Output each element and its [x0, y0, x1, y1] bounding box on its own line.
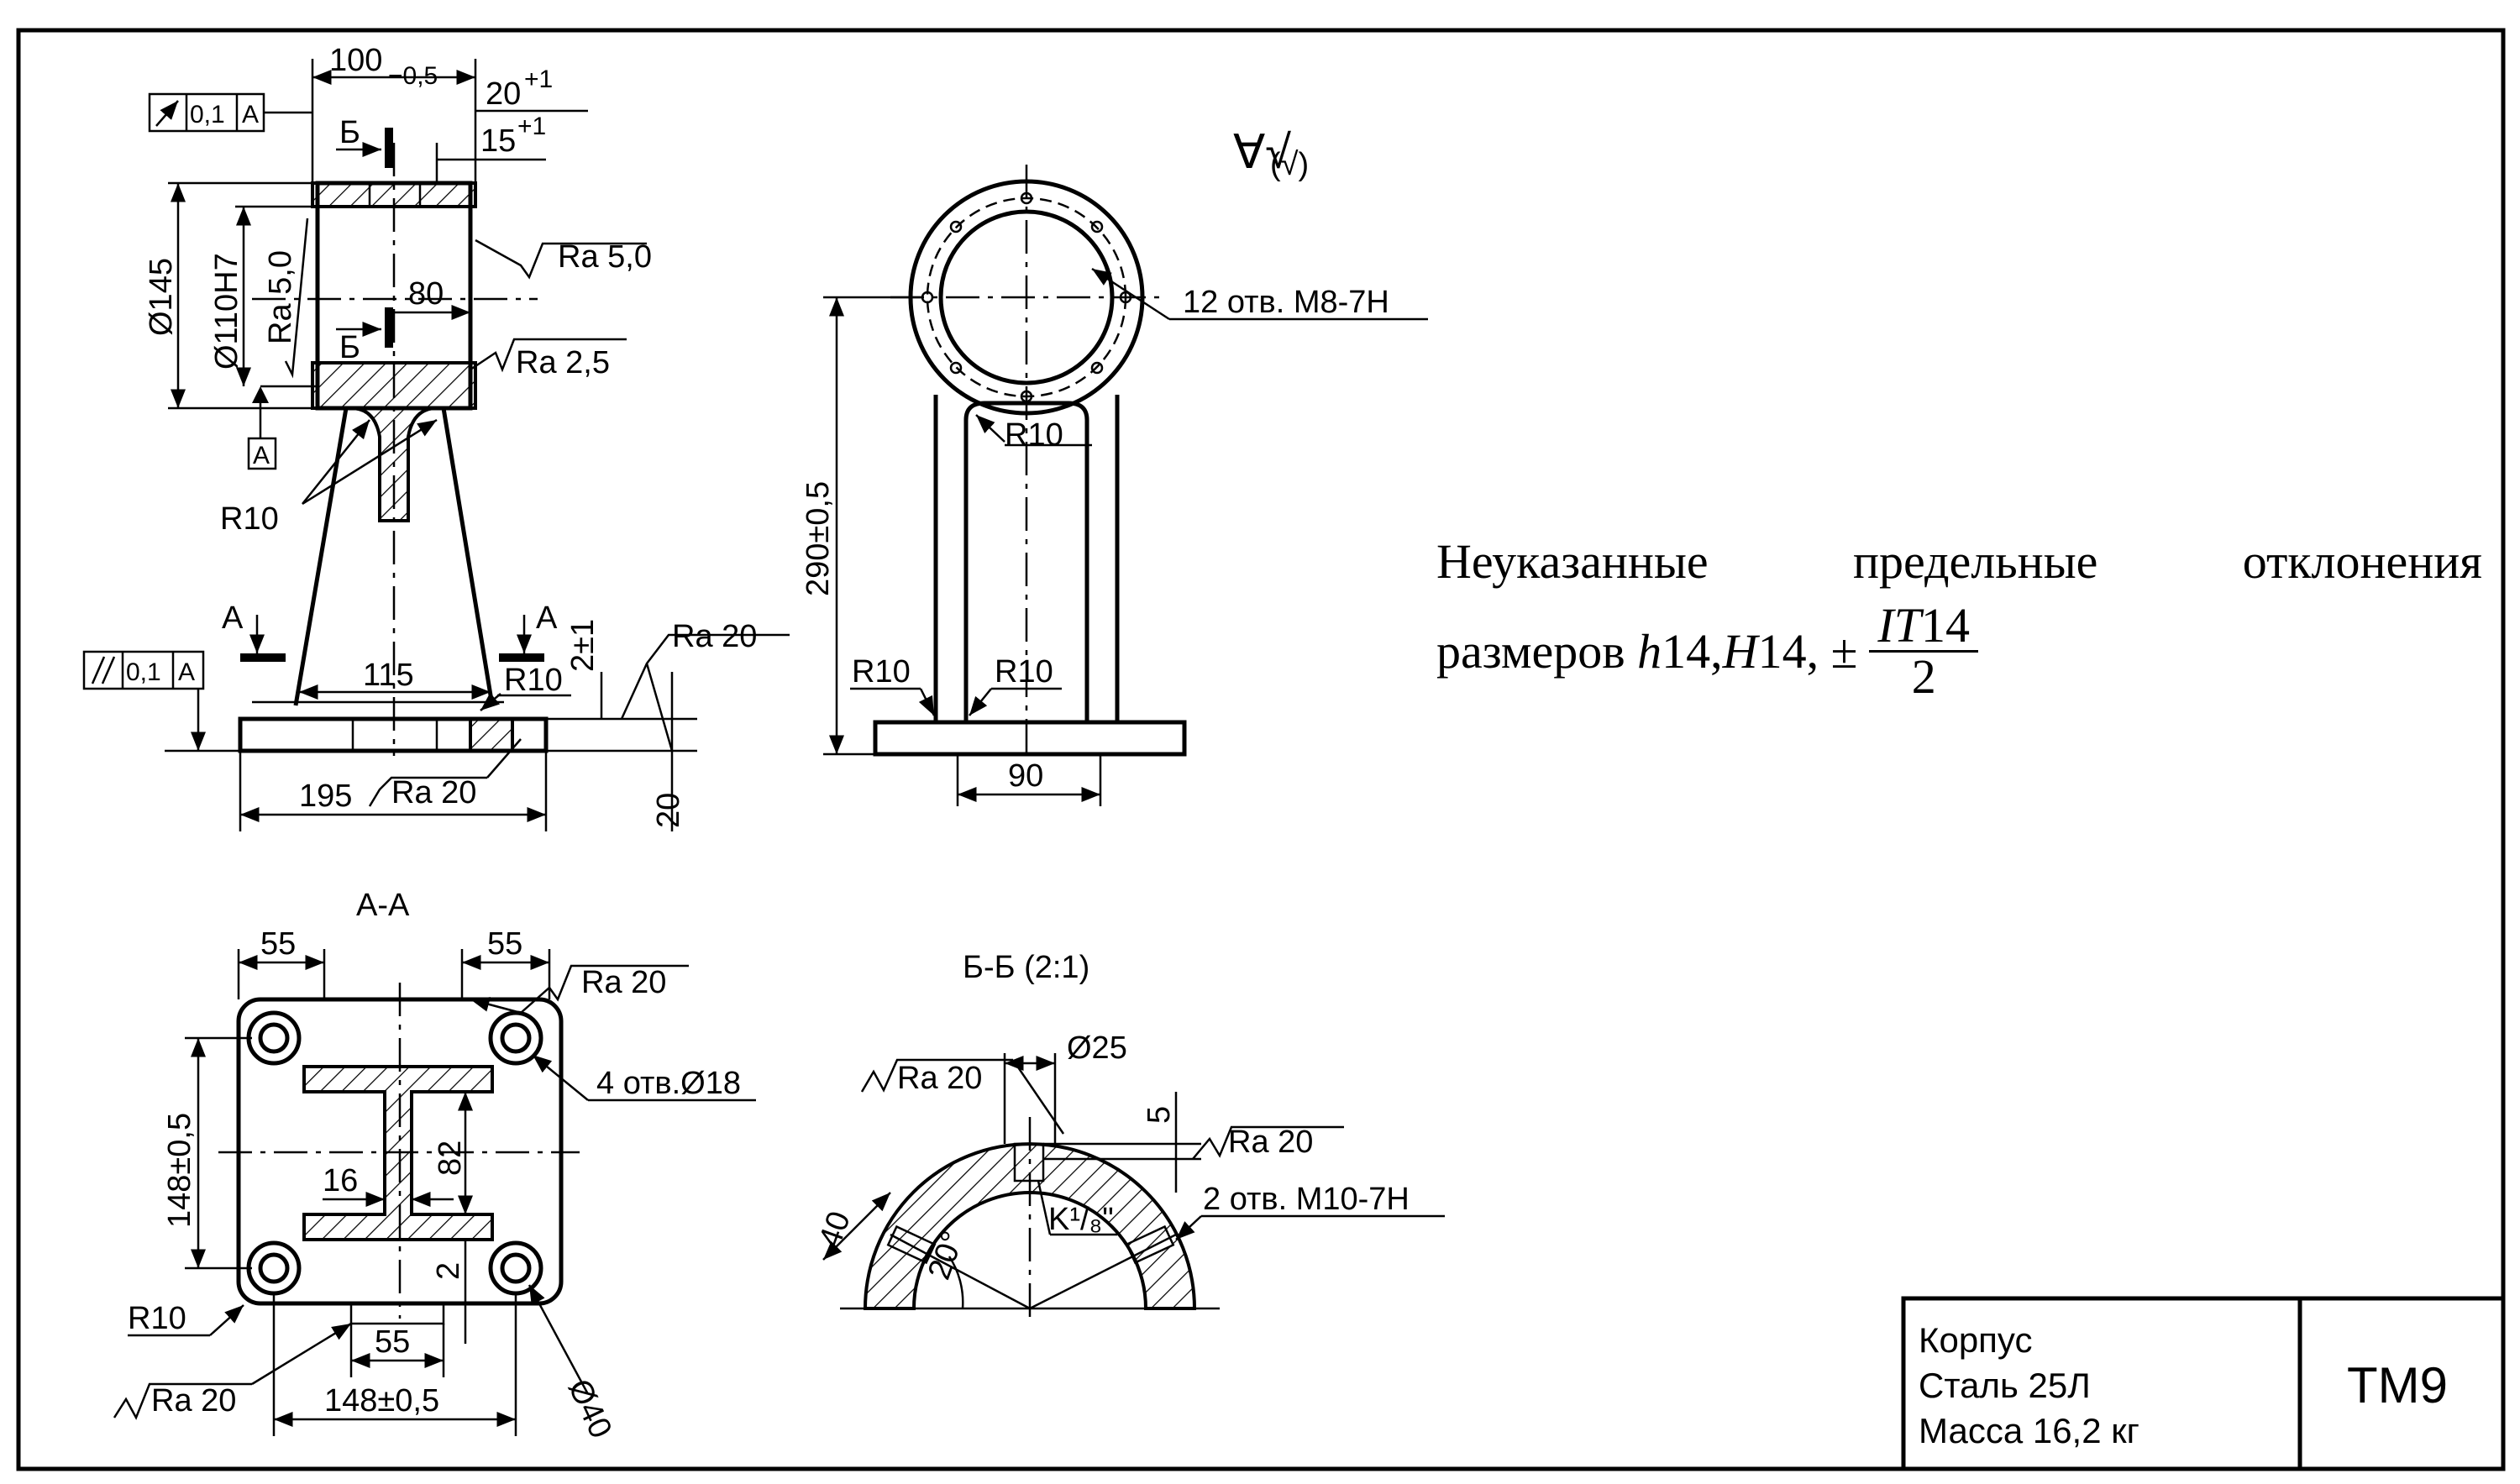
roughness-symbol-icon: ∀√: [1233, 125, 1291, 178]
tolerance-note: Неуказанные предельные отклонения размер…: [1436, 537, 2482, 701]
roughness-side: Ra 5,0: [558, 239, 652, 275]
dim-15: 15: [480, 123, 516, 159]
dim-20: 20: [486, 76, 521, 112]
roughness-aa-bottom: Ra 20: [151, 1383, 236, 1418]
fraction-denominator: 2: [1911, 649, 1936, 704]
i-beam: [302, 1065, 494, 1241]
dim-20-tol: +1: [524, 66, 553, 93]
dim-100-tol: −0,5: [388, 62, 438, 90]
section-bb-arc: [863, 1142, 1197, 1310]
dim-55-bottom: 55: [375, 1324, 410, 1360]
side-view: ∀√ (√) 12 отв. M8-7H R10: [801, 125, 1428, 806]
dim-2: 2±1: [565, 619, 601, 672]
radius-r10-base: R10: [504, 663, 563, 698]
section-bb-label: Б-Б (2:1): [963, 950, 1089, 985]
title-block: Корпус Сталь 25Л Масса 16,2 кг ТМ9: [1901, 1296, 2506, 1471]
roughness-aa-top: Ra 20: [581, 965, 666, 1000]
dim-2-aa: 2: [431, 1262, 466, 1280]
note-H: H: [1722, 623, 1758, 679]
section-b-bottom-label: Б: [339, 330, 360, 365]
tolerance-note-line-1: Неуказанные предельные отклонения: [1436, 537, 2482, 586]
radius-r10-right: R10: [995, 654, 1053, 690]
part-mass: Масса 16,2 кг: [1919, 1411, 2139, 1450]
thread-k18: K¹/₈": [1048, 1202, 1114, 1237]
dim-dia-110: Ø110H7: [209, 253, 244, 370]
roughness-base: Ra 20: [391, 775, 476, 810]
column: [293, 407, 495, 706]
note-word-2: предельные: [1853, 534, 2098, 589]
base-plate: [238, 716, 549, 753]
dim-148-vert: 148±0,5: [162, 1113, 197, 1228]
section-bb: Б-Б (2:1) Ra 20 Ø25 5 Ra 20 2 отв. M10-7…: [812, 950, 1445, 1319]
runout-tol: 0,1: [190, 101, 225, 128]
parallel-icon: [91, 656, 106, 684]
dim-16: 16: [323, 1163, 358, 1198]
holes-m10: 2 отв. M10-7H: [1203, 1182, 1410, 1217]
dim-15-tol: +1: [517, 113, 546, 140]
roughness-bb-right: Ra 20: [1228, 1125, 1313, 1160]
section-aa: A-A 55 55 Ra 20 4 отв.Ø18: [113, 888, 756, 1444]
part-name: Корпус: [1919, 1320, 2032, 1360]
radius-r10-left: R10: [852, 654, 911, 690]
roughness-bb-left: Ra 20: [897, 1061, 982, 1096]
holes-18: 4 отв.Ø18: [596, 1066, 741, 1101]
front-view: 100 −0,5 20 +1 15 +1 0,1 A Б Б 80 Ø145: [82, 43, 790, 831]
runout-datum: A: [242, 101, 259, 128]
note-fraction: IT14 2: [1869, 601, 1978, 701]
note-prefix: размеров: [1436, 623, 1625, 679]
section-a-left-label: A: [222, 600, 244, 636]
dim-148-horiz: 148±0,5: [324, 1383, 439, 1418]
dim-82: 82: [433, 1141, 468, 1176]
drawing-frame: [16, 28, 2506, 1471]
dim-115: 115: [363, 658, 414, 693]
note-h14: 14,: [1662, 623, 1723, 679]
general-roughness: (√): [1270, 147, 1309, 182]
dim-40-bb: 40: [812, 1207, 858, 1252]
note-h: h: [1637, 623, 1662, 679]
dim-290: 290±0,5: [801, 481, 836, 596]
drawing-code: ТМ9: [2347, 1357, 2448, 1413]
datum-a: A: [253, 442, 270, 469]
roughness-bore: Ra 5,0: [263, 250, 298, 344]
dim-dia-25: Ø25: [1067, 1030, 1127, 1066]
part-material: Сталь 25Л: [1919, 1366, 2091, 1405]
dim-dia-145: Ø145: [144, 258, 179, 336]
note-word-1: Неуказанные: [1436, 534, 1709, 589]
parallel-datum: A: [178, 658, 195, 686]
dim-90: 90: [1008, 758, 1043, 794]
parallel-tol: 0,1: [126, 658, 161, 686]
roughness-base-side: Ra 20: [672, 619, 757, 654]
radius-r10-aa: R10: [128, 1301, 186, 1336]
dim-dia-40: Ø40: [561, 1374, 618, 1444]
section-b-top-label: Б: [339, 115, 360, 150]
side-base: [873, 720, 1187, 757]
fraction-numerator: IT14: [1869, 601, 1978, 653]
dim-20-vert: 20: [651, 793, 686, 828]
note-H14: 14, ±: [1757, 623, 1858, 679]
section-a-right-label: A: [536, 600, 558, 636]
radius-r10-neck: R10: [220, 501, 279, 537]
dim-55-left: 55: [260, 926, 296, 962]
dim-5: 5: [1142, 1106, 1177, 1124]
dim-100: 100: [329, 43, 382, 78]
roughness-2-5: Ra 2,5: [516, 345, 610, 380]
column-window: [963, 401, 1089, 722]
radius-r10-top: R10: [1005, 417, 1063, 453]
parallel-frame: [82, 650, 205, 690]
holes-m8: 12 отв. M8-7H: [1183, 285, 1389, 320]
fraction-it: IT: [1877, 598, 1921, 653]
note-word-3: отклонения: [2242, 534, 2482, 589]
section-aa-label: A-A: [356, 888, 410, 923]
dim-195: 195: [299, 779, 352, 814]
dim-55-right: 55: [487, 926, 522, 962]
runout-arrow-icon: [155, 100, 179, 127]
fraction-num-value: 14: [1920, 598, 1970, 653]
dim-80: 80: [408, 276, 444, 312]
